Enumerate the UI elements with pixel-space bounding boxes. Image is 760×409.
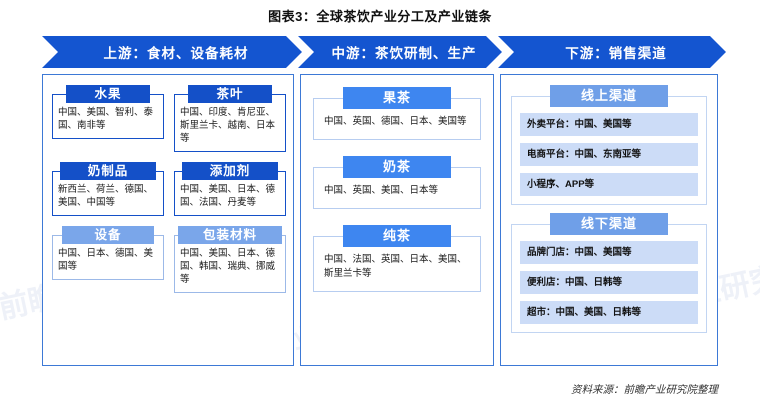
stage-banner-downstream: 下游：销售渠道 (498, 36, 726, 68)
card-dairy: 奶制品 新西兰、荷兰、德国、美国、中国等 (52, 162, 164, 216)
midstream-stack: 果茶 中国、英国、德国、日本、美国等 奶茶 中国、英国、美国、日本等 纯茶 中国… (313, 87, 481, 308)
group-title: 线上渠道 (550, 85, 668, 107)
group-body: 外卖平台：中国、美国等 电商平台：中国、东南亚等 小程序、APP等 (511, 96, 707, 205)
upstream-card-grid: 水果 中国、美国、智利、泰国、南非等 茶叶 中国、印度、肯尼亚、斯里兰卡、越南、… (52, 85, 286, 293)
column-downstream: 线上渠道 外卖平台：中国、美国等 电商平台：中国、东南亚等 小程序、APP等 线… (500, 74, 718, 366)
block-milk-tea: 奶茶 中国、英国、美国、日本等 (313, 156, 481, 209)
card-fruit: 水果 中国、美国、智利、泰国、南非等 (52, 85, 164, 152)
card-packaging: 包装材料 中国、美国、日本、德国、韩国、瑞典、挪威等 (174, 226, 286, 293)
group-title: 线下渠道 (550, 213, 668, 235)
card-title: 水果 (66, 85, 150, 103)
channel-item: 品牌门店：中国、美国等 (520, 241, 698, 264)
columns-container: 水果 中国、美国、智利、泰国、南非等 茶叶 中国、印度、肯尼亚、斯里兰卡、越南、… (42, 74, 718, 366)
card-title: 设备 (62, 226, 154, 244)
stage-banner-row: 上游：食材、设备耗材 中游：茶饮研制、生产 下游：销售渠道 (42, 36, 718, 68)
column-upstream: 水果 中国、美国、智利、泰国、南非等 茶叶 中国、印度、肯尼亚、斯里兰卡、越南、… (42, 74, 294, 366)
block-title: 纯茶 (343, 225, 451, 247)
channel-item: 电商平台：中国、东南亚等 (520, 143, 698, 166)
card-title: 添加剂 (182, 162, 278, 180)
group-body: 品牌门店：中国、美国等 便利店：中国、日韩等 超市：中国、美国、日韩等 (511, 224, 707, 333)
channel-item: 便利店：中国、日韩等 (520, 271, 698, 294)
channel-item: 超市：中国、美国、日韩等 (520, 301, 698, 324)
page-title: 图表3：全球茶饮产业分工及产业链条 (268, 9, 492, 24)
downstream-stack: 线上渠道 外卖平台：中国、美国等 电商平台：中国、东南亚等 小程序、APP等 线… (511, 85, 707, 341)
column-midstream: 果茶 中国、英国、德国、日本、美国等 奶茶 中国、英国、美国、日本等 纯茶 中国… (300, 74, 494, 366)
card-title: 奶制品 (60, 162, 156, 180)
card-title: 茶叶 (188, 85, 272, 103)
card-title: 包装材料 (178, 226, 282, 244)
group-offline-channels: 线下渠道 品牌门店：中国、美国等 便利店：中国、日韩等 超市：中国、美国、日韩等 (511, 213, 707, 333)
card-equipment: 设备 中国、日本、德国、美国等 (52, 226, 164, 293)
group-online-channels: 线上渠道 外卖平台：中国、美国等 电商平台：中国、东南亚等 小程序、APP等 (511, 85, 707, 205)
card-additives: 添加剂 中国、美国、日本、德国、法国、丹麦等 (174, 162, 286, 216)
block-fruit-tea: 果茶 中国、英国、德国、日本、美国等 (313, 87, 481, 140)
card-body: 中国、印度、肯尼亚、斯里兰卡、越南、日本等 (174, 94, 286, 152)
block-body: 中国、英国、德国、日本、美国等 (313, 98, 481, 140)
card-body: 中国、美国、日本、德国、韩国、瑞典、挪威等 (174, 235, 286, 293)
block-title: 奶茶 (343, 156, 451, 178)
block-title: 果茶 (343, 87, 451, 109)
stage-banner-upstream: 上游：食材、设备耗材 (42, 36, 302, 68)
channel-item: 外卖平台：中国、美国等 (520, 113, 698, 136)
channel-item: 小程序、APP等 (520, 173, 698, 196)
block-pure-tea: 纯茶 中国、法国、英国、日本、美国、斯里兰卡等 (313, 225, 481, 292)
stage-banner-midstream: 中游：茶饮研制、生产 (298, 36, 502, 68)
source-note: 资料来源：前瞻产业研究院整理 (571, 385, 718, 396)
card-tea-leaf: 茶叶 中国、印度、肯尼亚、斯里兰卡、越南、日本等 (174, 85, 286, 152)
